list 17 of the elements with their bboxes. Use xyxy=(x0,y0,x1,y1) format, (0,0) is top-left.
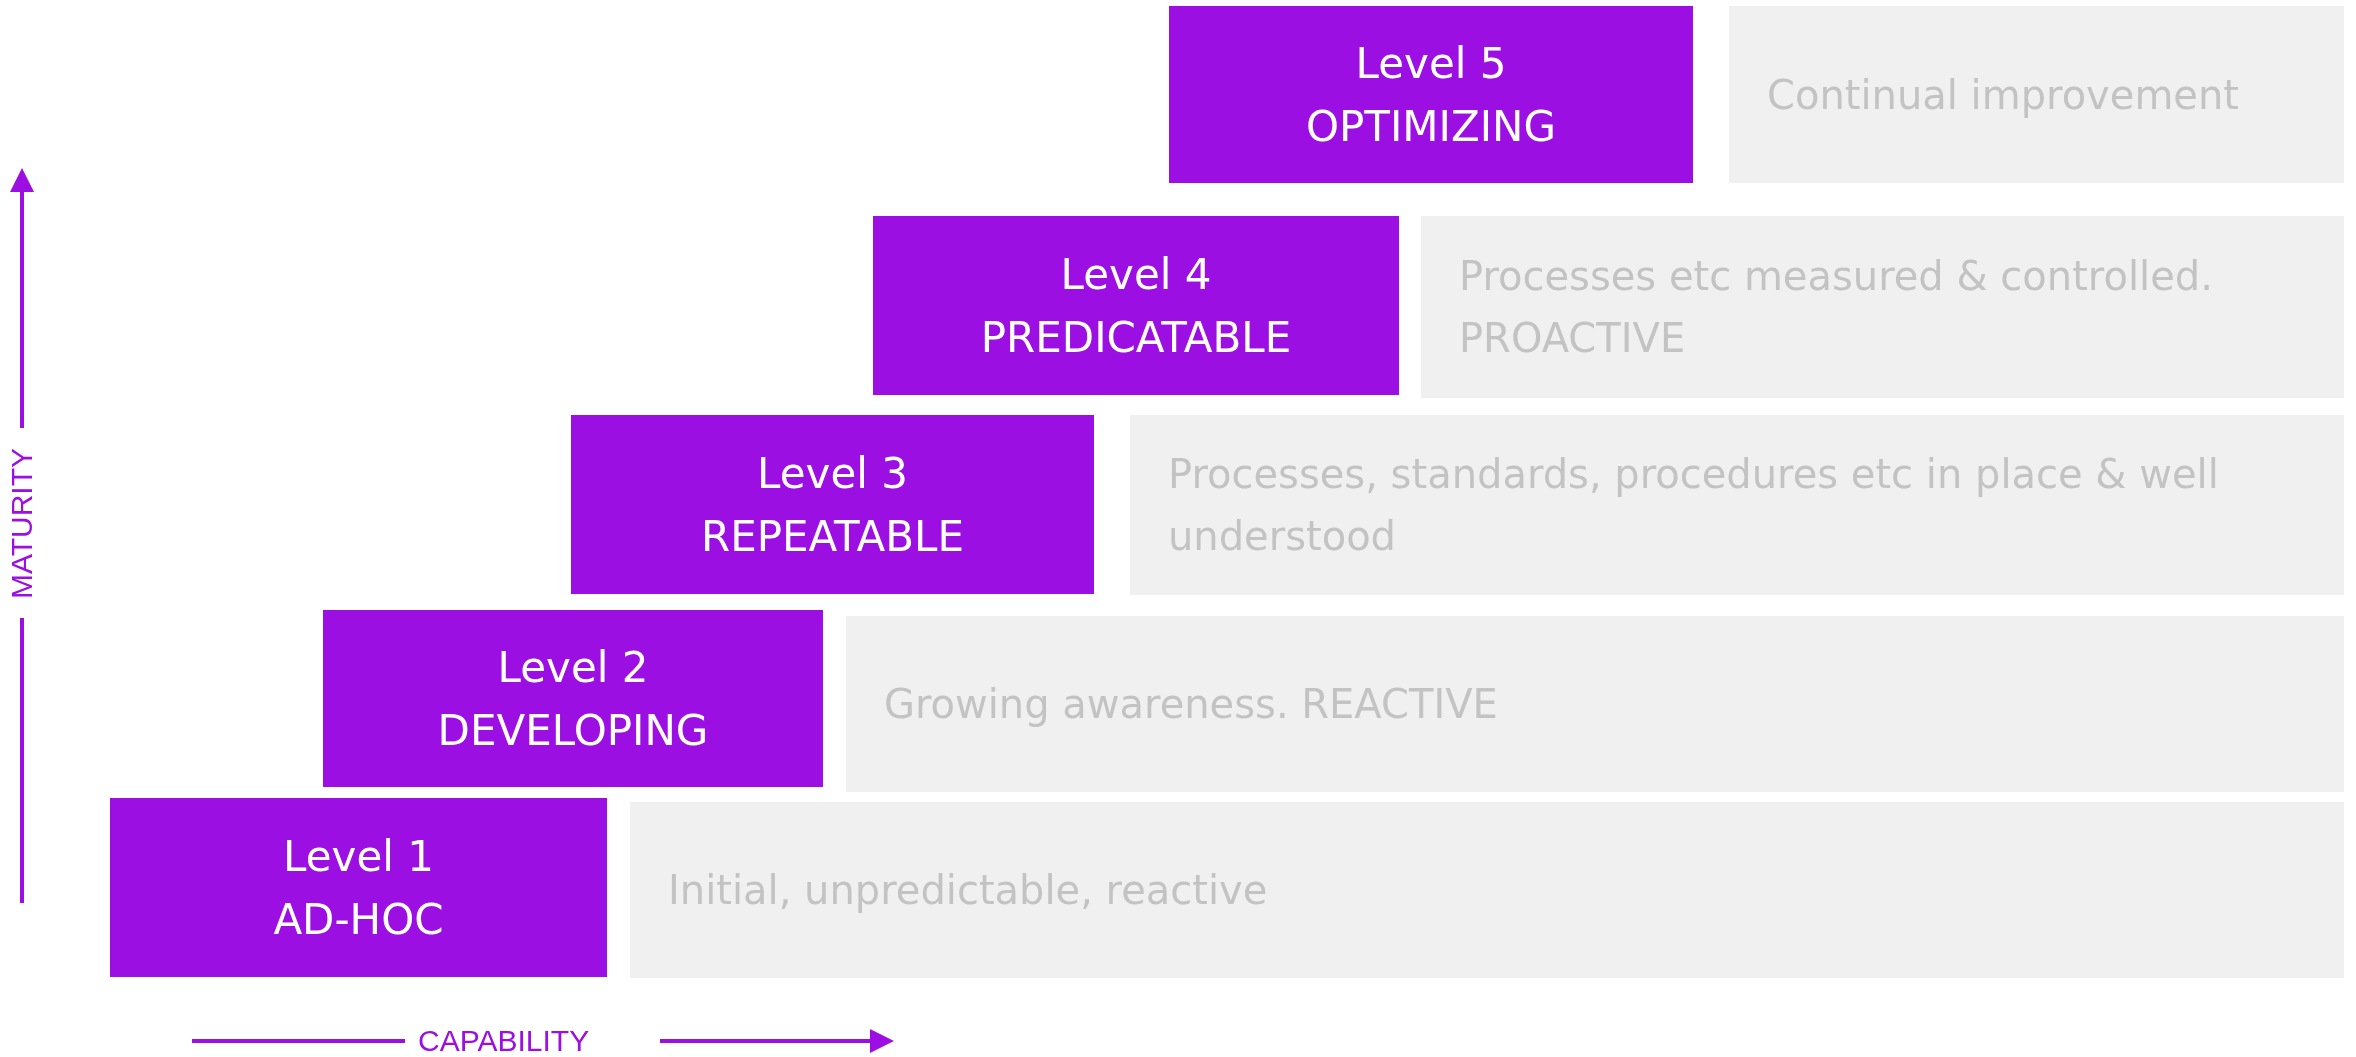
level-number: Level 4 xyxy=(1060,248,1212,301)
level-name: REPEATABLE xyxy=(701,510,964,563)
level-box xyxy=(110,798,607,977)
axis-label: CAPABILITY xyxy=(418,1023,590,1057)
level-name: PREDICATABLE xyxy=(980,311,1292,364)
level-number: Level 1 xyxy=(283,830,434,883)
level-name: OPTIMIZING xyxy=(1305,100,1557,153)
level-name: DEVELOPING xyxy=(437,704,709,757)
level-number: Level 2 xyxy=(497,641,649,694)
level-name: AD-HOC xyxy=(273,893,444,946)
level-number: Level 3 xyxy=(757,447,908,500)
level-box xyxy=(1169,6,1693,183)
level-box xyxy=(873,216,1399,395)
axis-label: MATURITY xyxy=(4,447,40,599)
level-box xyxy=(571,415,1094,594)
level-number: Level 5 xyxy=(1355,37,1507,90)
level-box xyxy=(323,610,823,787)
